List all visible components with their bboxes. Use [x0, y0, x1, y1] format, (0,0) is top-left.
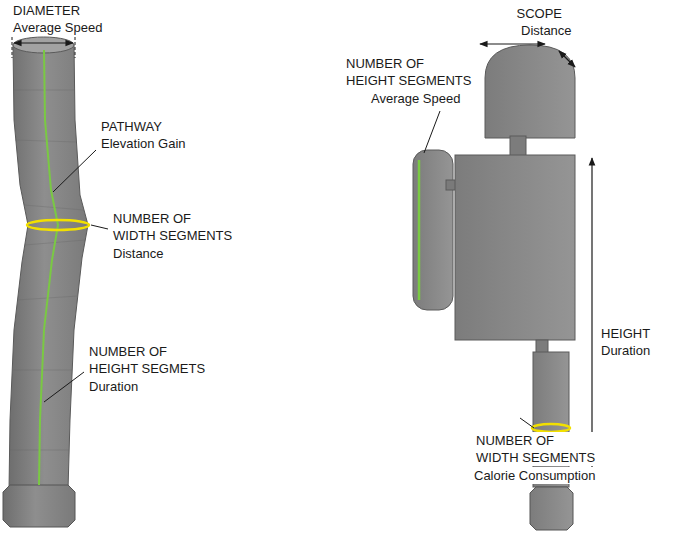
parameter-label: PATHWAY — [100, 118, 164, 135]
figure-waist — [536, 340, 548, 353]
metric-label: Average Speed — [12, 19, 105, 36]
parameter-label: NUMBER OF WIDTH SEGMENTS — [475, 432, 597, 466]
parameter-label: NUMBER OF HEIGHT SEGMENTS — [345, 55, 473, 89]
parameter-label: NUMBER OF WIDTH SEGMENTS — [112, 210, 234, 244]
arm-height-line — [418, 160, 421, 300]
dimension-guide — [75, 37, 76, 58]
tube-body — [9, 45, 88, 490]
dimension-arrow — [480, 43, 545, 44]
figure-neck — [510, 136, 526, 156]
metric-label: Average Speed — [370, 90, 463, 107]
figure-head — [485, 45, 575, 138]
leader-lines — [44, 111, 534, 428]
figure-torso — [455, 155, 575, 340]
parameter-label: DIAMETER — [12, 2, 83, 19]
metric-label: Duration — [600, 342, 653, 359]
parameter-label: SCOPE — [516, 5, 565, 22]
figure-foot — [530, 487, 573, 530]
dimension-arrow — [559, 51, 575, 67]
dimension-guide — [12, 37, 13, 58]
width-ring — [27, 220, 89, 230]
tube-base — [3, 485, 75, 527]
leg-width-ring — [532, 424, 570, 432]
metric-label: Duration — [88, 378, 141, 395]
metric-label: Elevation Gain — [100, 135, 188, 152]
metric-label: Distance — [520, 22, 574, 39]
figure-arm — [413, 150, 453, 310]
metric-label: Distance — [112, 245, 166, 262]
parameter-label: NUMBER OF HEIGHT SEGMETS — [88, 343, 207, 377]
dimension-arrow — [591, 158, 592, 478]
parameter-label: HEIGHT — [600, 325, 653, 342]
dimension-arrow — [14, 42, 73, 43]
metric-label: Calorie Consumption — [473, 467, 598, 484]
pathway-line — [39, 50, 58, 485]
